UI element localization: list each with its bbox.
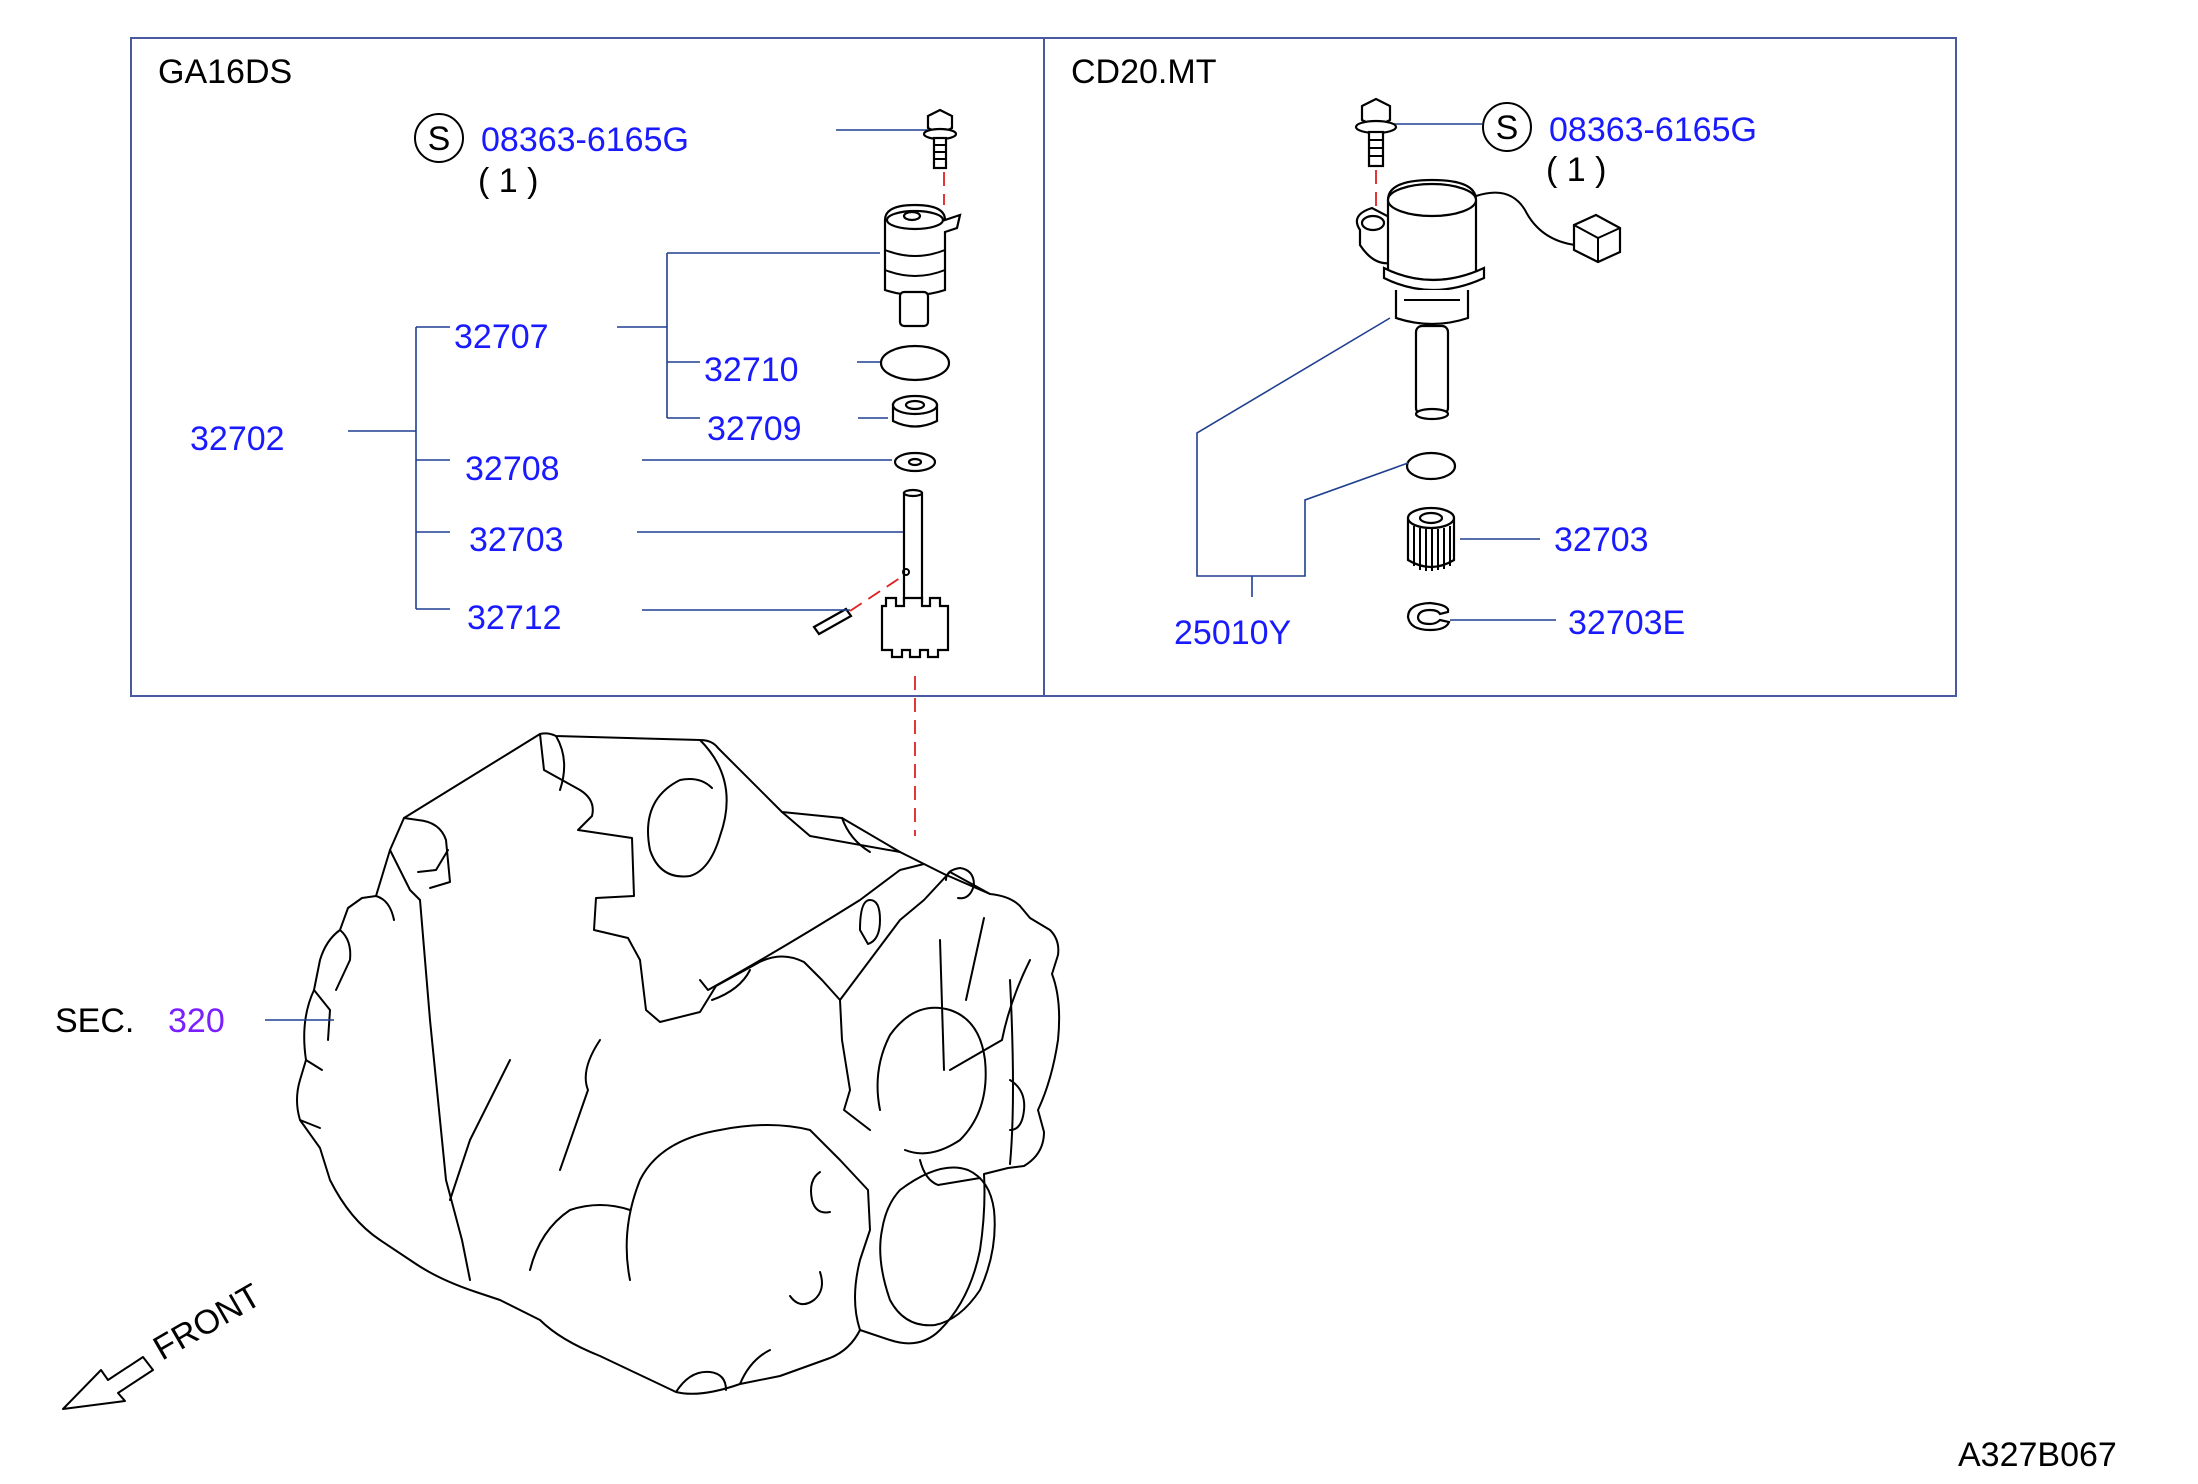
part-32708[interactable]: 32708 bbox=[465, 450, 560, 488]
diagram-id: A327B067 bbox=[1958, 1436, 2117, 1474]
speedometer-pinion-sleeve-icon bbox=[883, 203, 962, 328]
assembly-bracket bbox=[348, 253, 700, 610]
part-32712[interactable]: 32712 bbox=[467, 599, 562, 637]
part-32703e[interactable]: 32703E bbox=[1568, 604, 1685, 642]
service-symbol-icon bbox=[414, 113, 464, 163]
part-32710[interactable]: 32710 bbox=[704, 351, 799, 389]
right-panel: S 08363-6165G ( 1 ) bbox=[1174, 97, 1757, 652]
panel-frames bbox=[130, 37, 1957, 697]
part-32703-left[interactable]: 32703 bbox=[469, 521, 564, 559]
leader-25010y bbox=[1196, 317, 1409, 597]
pinion-gear-icon bbox=[1406, 506, 1456, 571]
part-32707[interactable]: 32707 bbox=[454, 318, 549, 356]
left-bolt-part-number[interactable]: 08363-6165G bbox=[481, 121, 689, 159]
right-bolt-quantity: ( 1 ) bbox=[1546, 151, 1606, 189]
part-25010y[interactable]: 25010Y bbox=[1174, 614, 1291, 652]
vehicle-speed-sensor-icon bbox=[1355, 178, 1622, 421]
front-arrow-icon bbox=[62, 1356, 154, 1410]
section-label: SEC. bbox=[55, 1002, 134, 1040]
part-32709[interactable]: 32709 bbox=[707, 410, 802, 448]
snap-ring-icon bbox=[1406, 601, 1451, 632]
service-symbol-text: S bbox=[428, 120, 451, 158]
left-panel-title: GA16DS bbox=[158, 53, 292, 91]
roll-pin-icon bbox=[812, 607, 853, 636]
transaxle-case-icon bbox=[296, 732, 1061, 1395]
front-label: FRONT bbox=[147, 1276, 267, 1367]
hex-flange-bolt-icon bbox=[1354, 97, 1398, 168]
part-32703-right[interactable]: 32703 bbox=[1554, 521, 1649, 559]
pinion-gear-icon bbox=[880, 488, 950, 659]
service-symbol-text-right: S bbox=[1496, 109, 1519, 147]
roll-pin-guide bbox=[849, 577, 901, 612]
o-ring-icon bbox=[879, 344, 951, 382]
service-symbol-icon bbox=[1482, 102, 1532, 152]
hex-flange-bolt-icon bbox=[922, 108, 958, 170]
section-number[interactable]: 320 bbox=[168, 1002, 225, 1040]
right-panel-title: CD20.MT bbox=[1071, 53, 1216, 91]
o-ring-icon bbox=[1405, 451, 1457, 481]
washer-icon bbox=[893, 451, 937, 473]
oil-seal-icon bbox=[891, 394, 939, 428]
left-panel: S 08363-6165G ( 1 ) bbox=[190, 108, 962, 659]
right-bolt-part-number[interactable]: 08363-6165G bbox=[1549, 111, 1757, 149]
left-bolt-quantity: ( 1 ) bbox=[478, 162, 538, 200]
part-32702[interactable]: 32702 bbox=[190, 420, 285, 458]
